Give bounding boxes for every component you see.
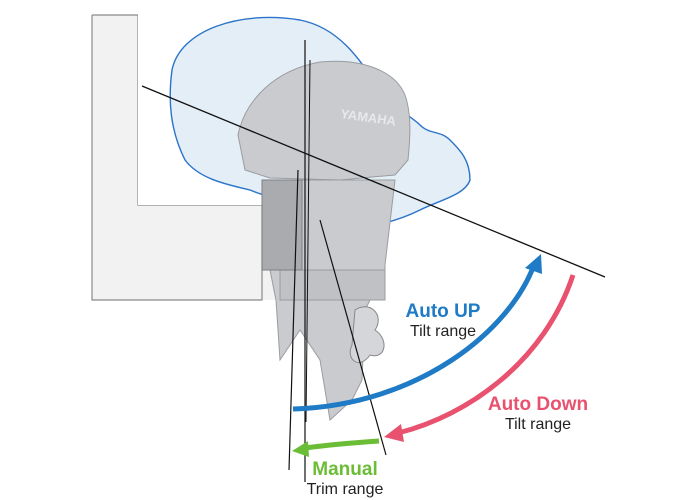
auto-down-label: Auto Down Tilt range	[478, 394, 598, 433]
tilt-reference-line	[141, 85, 606, 278]
motor-cowling	[237, 60, 411, 181]
auto-down-arc	[397, 274, 576, 436]
motor-axis-line	[305, 59, 311, 423]
auto-down-arrowhead	[384, 424, 404, 442]
auto-up-arc	[292, 264, 537, 412]
auto-up-arrowhead	[525, 254, 542, 274]
trim-out-line	[319, 219, 387, 456]
auto-down-subtitle: Tilt range	[504, 415, 572, 433]
anti-ventilation-plate	[279, 269, 386, 301]
propeller	[349, 306, 385, 363]
manual-label: Manual Trim range	[290, 459, 400, 498]
auto-up-subtitle: Tilt range	[409, 322, 477, 340]
auto-down-title: Auto Down	[487, 394, 589, 415]
auto-up-title: Auto UP	[405, 301, 481, 322]
trim-in-line	[288, 169, 299, 471]
manual-trim-arrowhead	[292, 441, 309, 457]
manual-title: Manual	[312, 459, 378, 480]
manual-trim-arc	[304, 438, 380, 451]
manual-subtitle: Trim range	[306, 480, 384, 498]
auto-up-label: Auto UP Tilt range	[388, 301, 498, 340]
